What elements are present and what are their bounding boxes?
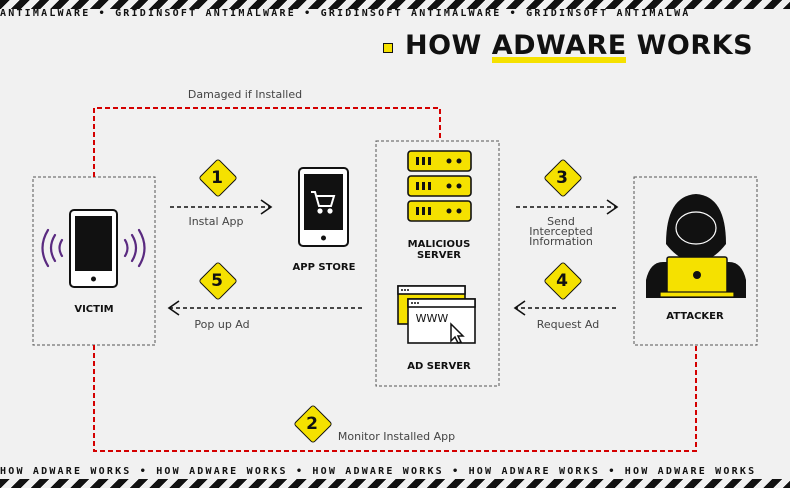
- www-label: WWW: [415, 312, 449, 325]
- shopping-cart-icon: [311, 191, 336, 214]
- server-rack-icon: [407, 150, 472, 222]
- top-hazard-stripe: [0, 0, 790, 9]
- step-3-label-line3: Information: [529, 235, 593, 248]
- step-4-number: 4: [556, 271, 568, 291]
- title-bullet: [383, 43, 393, 53]
- malicious-server-label-line1: MALICIOUS: [407, 239, 471, 250]
- step-2-number: 2: [306, 414, 318, 434]
- monitor-path: [93, 345, 697, 452]
- step-5-number: 5: [211, 271, 223, 291]
- smartphone-icon: [69, 209, 118, 288]
- step-5-label: Pop up Ad: [194, 318, 250, 331]
- app-store-label: APP STORE: [292, 262, 356, 273]
- cursor-arrow-icon: [450, 322, 465, 344]
- bottom-ticker: HOW ADWARE WORKS • HOW ADWARE WORKS • HO…: [0, 466, 757, 477]
- browser-window-icon: [397, 285, 476, 344]
- title-highlight: [492, 57, 626, 63]
- step-1-label: Instal App: [188, 215, 244, 228]
- attacker-label: ATTACKER: [666, 311, 724, 322]
- damaged-path: [93, 107, 441, 177]
- ad-server-label: AD SERVER: [407, 361, 471, 372]
- attacker-box: [633, 176, 758, 346]
- damaged-label: Damaged if Installed: [187, 88, 303, 101]
- step-3-label-line1: Send: [547, 215, 575, 228]
- victim-label: VICTIM: [74, 304, 114, 315]
- signal-waves-icon: [41, 228, 146, 268]
- malicious-server-label-line2: SERVER: [416, 250, 461, 261]
- step-2-label: Monitor Installed App: [337, 430, 456, 443]
- server-box: [375, 140, 500, 387]
- step-3-label-line2: Intercepted: [529, 225, 593, 238]
- top-ticker: ANTIMALWARE • GRIDINSOFT ANTIMALWARE • G…: [0, 8, 691, 19]
- page-title: HOW ADWARE WORKS: [405, 30, 754, 61]
- step-1-number: 1: [211, 168, 223, 188]
- step-3-number: 3: [556, 168, 568, 188]
- laptop-icon: [659, 256, 735, 298]
- step-4-label: Request Ad: [536, 318, 600, 331]
- bottom-hazard-stripe: [0, 479, 790, 488]
